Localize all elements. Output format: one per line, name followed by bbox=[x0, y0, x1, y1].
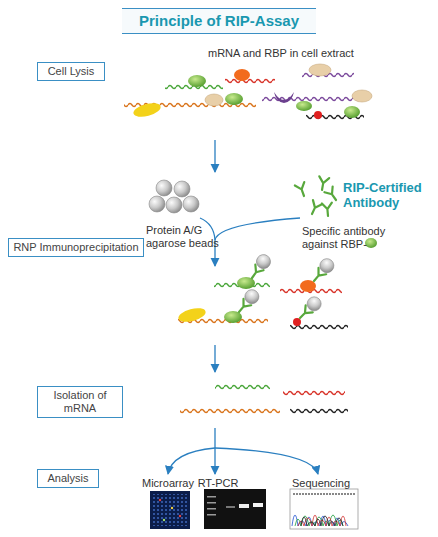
trace-peak bbox=[301, 516, 343, 526]
agarose-bead bbox=[166, 197, 182, 213]
gel-band bbox=[239, 504, 249, 508]
bead-cluster bbox=[149, 180, 199, 213]
mrna-strand bbox=[225, 78, 275, 84]
sequencing-trace bbox=[290, 489, 358, 529]
gel-band bbox=[207, 514, 216, 516]
annotation-label: Protein A/G agarose beads bbox=[146, 224, 226, 250]
array-dot bbox=[179, 515, 181, 517]
antibody-symbol bbox=[322, 203, 333, 217]
rbp-blob bbox=[234, 69, 250, 81]
step-label: RNP Immunoprecipitation bbox=[13, 241, 139, 254]
gel-image bbox=[204, 489, 266, 529]
annotation-label: RT-PCR bbox=[186, 477, 250, 490]
agarose-bead bbox=[156, 180, 172, 196]
antibody-bead-symbol bbox=[295, 294, 324, 323]
isolated-mrna bbox=[180, 384, 348, 414]
rbp-blob bbox=[309, 64, 331, 76]
trace-frame bbox=[290, 489, 358, 529]
step-box: Isolation of mRNA bbox=[37, 386, 123, 418]
array-dot bbox=[171, 507, 173, 509]
gel-band bbox=[226, 506, 235, 508]
step-label: Analysis bbox=[42, 472, 94, 485]
mrna-strand bbox=[290, 408, 348, 414]
agarose-bead bbox=[183, 196, 199, 212]
base-calls bbox=[293, 493, 355, 495]
rbp-blob bbox=[188, 75, 206, 87]
antibody-symbol bbox=[317, 176, 329, 191]
antibody-symbol bbox=[295, 182, 309, 198]
gel-band bbox=[207, 508, 216, 510]
rbp-blob bbox=[205, 94, 223, 106]
rbp-blob bbox=[177, 306, 207, 325]
rbp-blob bbox=[225, 93, 243, 105]
microarray-image bbox=[150, 491, 190, 529]
antibody-bead-symbol bbox=[309, 256, 337, 286]
microarray-spots bbox=[153, 494, 187, 526]
flow-arrow bbox=[214, 448, 215, 474]
step-box: Analysis bbox=[37, 469, 99, 488]
annotation-label: mRNA and RBP in cell extract bbox=[208, 47, 398, 60]
step-label: Isolation of mRNA bbox=[42, 389, 118, 415]
diagram-title: Principle of RIP-Assay bbox=[122, 8, 316, 34]
antibody-bead-symbol bbox=[234, 287, 262, 317]
step-box: RNP Immunoprecipitation bbox=[8, 238, 144, 257]
annotation-label: RIP-Certified Antibody bbox=[343, 180, 433, 210]
rbp-blob bbox=[344, 106, 360, 118]
gel-background bbox=[204, 489, 266, 529]
merge-line bbox=[215, 218, 300, 240]
rbp-blob bbox=[314, 111, 322, 119]
mrna-strand bbox=[215, 384, 270, 390]
rnp-complexes bbox=[177, 252, 348, 330]
mrna-strand bbox=[283, 390, 345, 396]
step-box: Cell Lysis bbox=[37, 62, 105, 81]
flow-arrow bbox=[214, 345, 215, 372]
cell-extract bbox=[124, 64, 372, 120]
microarray-slide bbox=[150, 491, 190, 529]
antibody-symbol bbox=[324, 186, 340, 202]
trace-peak bbox=[292, 515, 348, 526]
flow-arrow bbox=[215, 448, 318, 474]
gel-band bbox=[207, 496, 216, 498]
antibody-symbol bbox=[307, 200, 322, 216]
rbp-blob bbox=[274, 92, 294, 103]
agarose-bead bbox=[174, 181, 190, 197]
rbp-blob bbox=[293, 318, 301, 326]
annotation-label: Specific antibody against RBP- bbox=[302, 225, 402, 251]
trace-peak bbox=[298, 515, 346, 526]
antibody-group bbox=[295, 176, 340, 216]
annotation-label: Sequencing bbox=[284, 477, 358, 490]
rbp-blob bbox=[352, 90, 372, 102]
array-dot bbox=[163, 519, 165, 521]
gel-band bbox=[253, 503, 263, 507]
flow-arrow bbox=[214, 140, 215, 172]
array-dot bbox=[159, 499, 161, 501]
antibody-bead-symbol bbox=[246, 252, 273, 282]
rbp-blob bbox=[296, 101, 312, 111]
annotation-label: Microarray bbox=[133, 477, 203, 490]
step-label: Cell Lysis bbox=[42, 65, 100, 78]
agarose-bead bbox=[149, 196, 165, 212]
rbp-blob bbox=[132, 101, 162, 120]
gel-band bbox=[207, 502, 216, 504]
flow-arrow bbox=[168, 448, 215, 474]
mrna-strand bbox=[180, 408, 280, 414]
split-line bbox=[214, 428, 215, 448]
